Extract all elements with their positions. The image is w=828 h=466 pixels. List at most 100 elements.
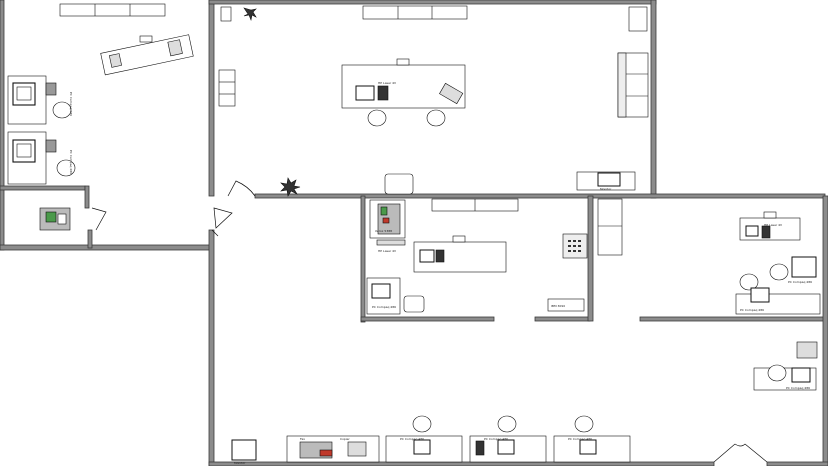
computer-monitor-icon[interactable] (497, 439, 515, 455)
bottom-workstations (231, 415, 631, 463)
computer-monitor-icon[interactable] (371, 283, 391, 299)
wall (639, 316, 828, 322)
equipment-label: PC Compaq 486 (69, 150, 73, 174)
wall (0, 185, 86, 191)
chair-icon[interactable] (763, 211, 777, 219)
equipment-label: HP Laser 4V (378, 81, 397, 85)
equipment-label: Monitor (600, 187, 612, 191)
bookshelf-icon (218, 69, 236, 107)
chair-icon[interactable] (396, 58, 410, 66)
equipment-label: Monitor (234, 461, 246, 465)
printer-icon[interactable] (439, 82, 464, 105)
sofa-icon[interactable] (597, 198, 623, 256)
bookshelf-icon (628, 6, 648, 32)
chair-icon[interactable] (52, 101, 72, 119)
equipment-labels: PC Compaq 486 PC Compaq 486 HP Laser 4V … (69, 81, 812, 465)
bookshelf-icon (362, 5, 468, 20)
wall (0, 244, 211, 251)
door-icon[interactable] (91, 207, 107, 231)
cpu-tower-icon (45, 139, 57, 153)
equipment-label: Copier (340, 437, 351, 441)
printer-icon[interactable] (347, 441, 367, 457)
computer-monitor-icon[interactable] (750, 287, 770, 303)
cabinet-icon (220, 6, 232, 22)
chair-icon[interactable] (452, 235, 466, 243)
wall (587, 195, 594, 322)
cpu-tower-icon (475, 440, 485, 456)
wall (208, 0, 657, 5)
equipment-label: PC Compaq 486 (484, 437, 508, 441)
cpu-tower-icon (45, 82, 57, 96)
equipment-label: PC Compaq 486 (740, 308, 764, 312)
equipment-label: Xerox 5388 (375, 229, 392, 233)
plant-icon (243, 7, 257, 22)
computer-monitor-icon[interactable] (791, 256, 817, 278)
printer-icon[interactable] (376, 239, 406, 246)
right-office (597, 198, 821, 391)
cpu-tower-icon (435, 249, 445, 263)
equipment-label: PC Compaq 486 (786, 386, 810, 390)
door-icon[interactable] (227, 180, 256, 197)
equipment-label: Fax (300, 437, 305, 441)
chair-icon[interactable] (403, 295, 425, 313)
computer-monitor-icon[interactable] (745, 225, 759, 237)
wall (208, 461, 715, 466)
main-office (218, 5, 649, 197)
computer-monitor-icon[interactable] (791, 367, 811, 383)
wall (766, 461, 828, 466)
equipment-label: PC Compaq 486 (372, 305, 396, 309)
equipment-label: HP Laser 4V (378, 249, 397, 253)
copy-room (39, 207, 71, 231)
door-icon (734, 443, 746, 447)
equipment-label: PC Compaq 486 (400, 437, 424, 441)
equipment-label: PC Compaq 486 (568, 437, 592, 441)
door-icon[interactable] (713, 443, 768, 463)
door-icon[interactable] (211, 229, 219, 237)
equipment-label: PC Compaq 486 (69, 92, 73, 116)
chair-icon[interactable] (426, 109, 446, 127)
wall (254, 193, 826, 199)
wall (208, 0, 215, 197)
equipment-label: IBM 3090 (551, 304, 565, 308)
computer-monitor-icon[interactable] (419, 249, 435, 263)
desk-icon[interactable] (547, 298, 585, 312)
computer-monitor-icon[interactable] (579, 439, 597, 455)
chair-icon[interactable] (367, 109, 387, 127)
desk-icon[interactable] (100, 34, 194, 76)
chair-icon[interactable] (384, 173, 414, 195)
wall (360, 195, 366, 323)
equipment-label: HP Laser 4V (764, 223, 783, 227)
chair-icon[interactable] (574, 415, 594, 433)
chair-icon[interactable] (139, 35, 153, 43)
wall (87, 229, 93, 249)
wall (650, 0, 657, 199)
wall (822, 195, 828, 466)
wall (0, 0, 5, 251)
wall (208, 229, 215, 466)
bookshelf-icon (59, 3, 166, 17)
chair-icon[interactable] (56, 159, 76, 177)
cpu-tower-icon (761, 225, 771, 239)
computer-monitor-icon[interactable] (355, 85, 375, 101)
door-icon[interactable] (213, 207, 233, 229)
wall (360, 316, 495, 322)
chair-icon[interactable] (739, 273, 759, 291)
computer-monitor-icon[interactable] (597, 172, 621, 187)
left-office (7, 3, 194, 185)
printer-icon[interactable] (796, 341, 818, 359)
computer-monitor-icon[interactable] (413, 439, 431, 455)
cpu-tower-icon (377, 85, 389, 101)
computer-monitor-icon[interactable] (231, 439, 257, 461)
equipment-label: PC Compaq 486 (788, 280, 812, 284)
wall (534, 316, 591, 322)
chair-icon[interactable] (769, 263, 789, 281)
wall (84, 185, 90, 209)
chair-icon[interactable] (767, 364, 787, 382)
doors (91, 180, 768, 463)
center-office (366, 198, 588, 315)
chair-icon[interactable] (412, 415, 432, 433)
chair-icon[interactable] (497, 415, 517, 433)
plant-icon (280, 177, 301, 197)
